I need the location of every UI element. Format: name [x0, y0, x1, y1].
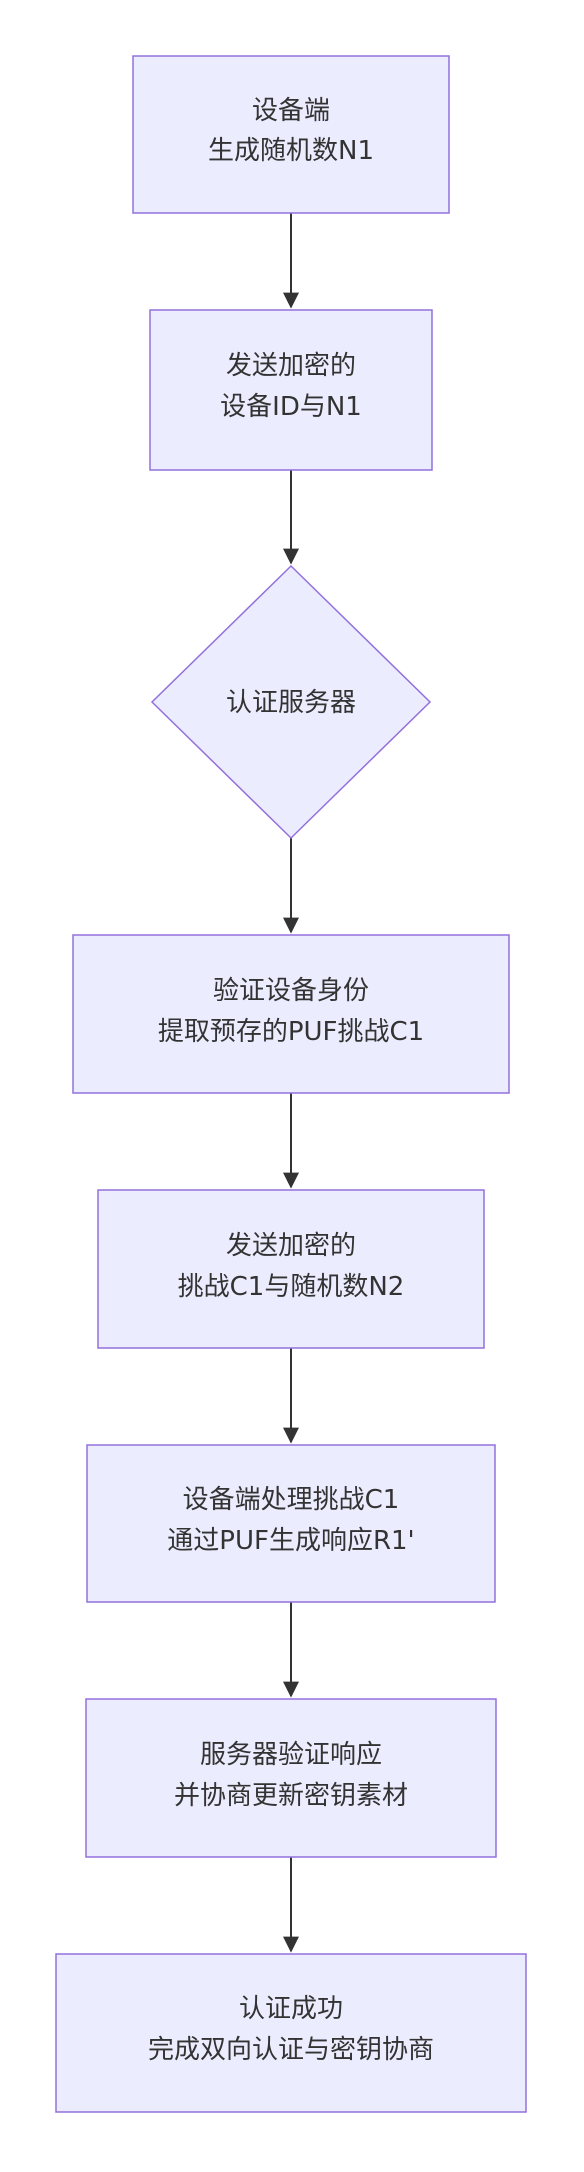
node-server-verify-response: 服务器验证响应 并协商更新密钥素材: [85, 1698, 497, 1858]
node-auth-server-decision: 认证服务器: [150, 564, 432, 840]
node-device-generate-n1: 设备端 生成随机数N1: [132, 55, 450, 214]
node-send-challenge: 发送加密的 挑战C1与随机数N2: [97, 1189, 485, 1349]
node-8-line-2: 完成双向认证与密钥协商: [148, 2035, 434, 2065]
node-1-line-2: 生成随机数N1: [208, 136, 374, 166]
node-5-line-1: 发送加密的: [226, 1231, 356, 1261]
node-2-line-1: 发送加密的: [226, 351, 356, 381]
node-8-line-1: 认证成功: [239, 1994, 343, 2024]
node-2-line-2: 设备ID与N1: [220, 392, 362, 422]
node-device-process-challenge: 设备端处理挑战C1 通过PUF生成响应R1': [86, 1444, 496, 1603]
node-send-encrypted-id: 发送加密的 设备ID与N1: [149, 309, 433, 471]
node-verify-identity: 验证设备身份 提取预存的PUF挑战C1: [72, 934, 510, 1094]
node-4-line-2: 提取预存的PUF挑战C1: [158, 1017, 424, 1047]
node-6-line-1: 设备端处理挑战C1: [183, 1485, 400, 1515]
node-5-line-2: 挑战C1与随机数N2: [178, 1272, 405, 1302]
node-4-line-1: 验证设备身份: [213, 976, 369, 1006]
node-7-line-1: 服务器验证响应: [200, 1740, 382, 1770]
node-3-line-1: 认证服务器: [226, 688, 356, 718]
node-7-line-2: 并协商更新密钥素材: [174, 1781, 408, 1811]
node-6-line-2: 通过PUF生成响应R1': [167, 1526, 414, 1556]
node-1-line-1: 设备端: [252, 96, 330, 126]
node-auth-success: 认证成功 完成双向认证与密钥协商: [55, 1953, 527, 2113]
